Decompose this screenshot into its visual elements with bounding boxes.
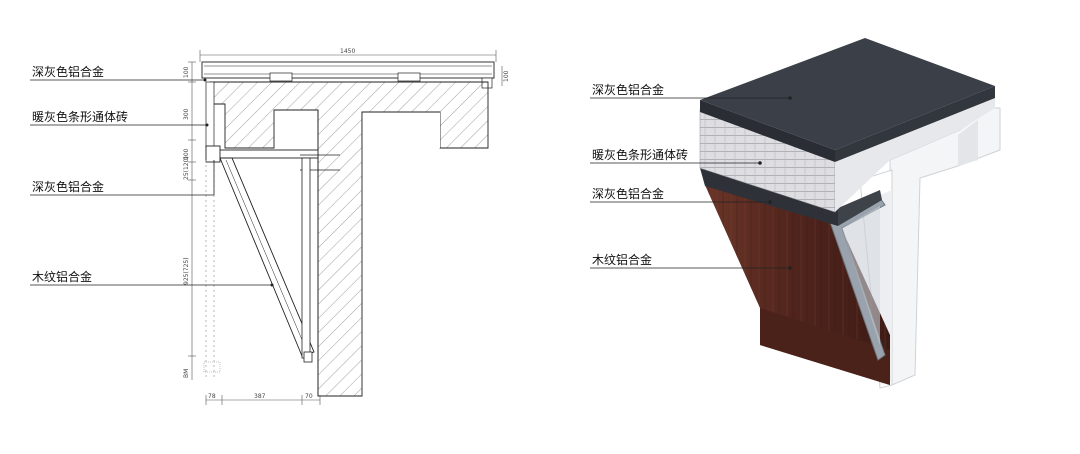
dimension-bottom-a: 78 [208, 393, 216, 400]
dimension-vert-4: 25(120) [183, 156, 190, 180]
dimension-vert-3: 100 [183, 148, 190, 160]
dimension-bottom-b: 387 [254, 393, 266, 400]
vertical-post [301, 157, 311, 359]
axo-label-dark-alloy-top: 深灰色铝合金 [592, 82, 664, 97]
concrete-structure [209, 81, 489, 397]
dimension-vert-2: 300 [183, 108, 190, 120]
dimension-vert-1: 100 [183, 66, 190, 78]
dimension-vert-5: 925(725) [183, 257, 190, 285]
roof-cap [201, 61, 495, 79]
section-label-dark-alloy-bottom: 深灰色铝合金 [32, 179, 104, 194]
top-dark-slab [700, 38, 995, 150]
dimension-bottom-c: 70 [305, 393, 313, 400]
lower-dark-band [700, 165, 838, 226]
axonometric-render: 深灰色铝合金 暖灰色条形通体砖 深灰色铝合金 木纹铝合金 [590, 38, 1001, 389]
axo-label-dark-alloy-bottom: 深灰色铝合金 [592, 186, 664, 201]
axo-label-brick: 暖灰色条形通体砖 [592, 147, 688, 162]
dimension-vert-6: BM [183, 369, 190, 378]
dimension-right-1: 100 [503, 70, 510, 82]
dimension-top-width: 1450 [340, 48, 355, 55]
section-label-wood-alloy: 木纹铝合金 [32, 269, 92, 284]
axo-label-wood-alloy: 木纹铝合金 [592, 252, 652, 267]
brick-face-section [205, 81, 215, 149]
canopy-top-bar [207, 149, 319, 159]
section-drawing: 1450 [30, 48, 510, 405]
section-label-dark-alloy-top: 深灰色铝合金 [32, 64, 104, 79]
section-label-brick: 暖灰色条形通体砖 [32, 109, 128, 124]
